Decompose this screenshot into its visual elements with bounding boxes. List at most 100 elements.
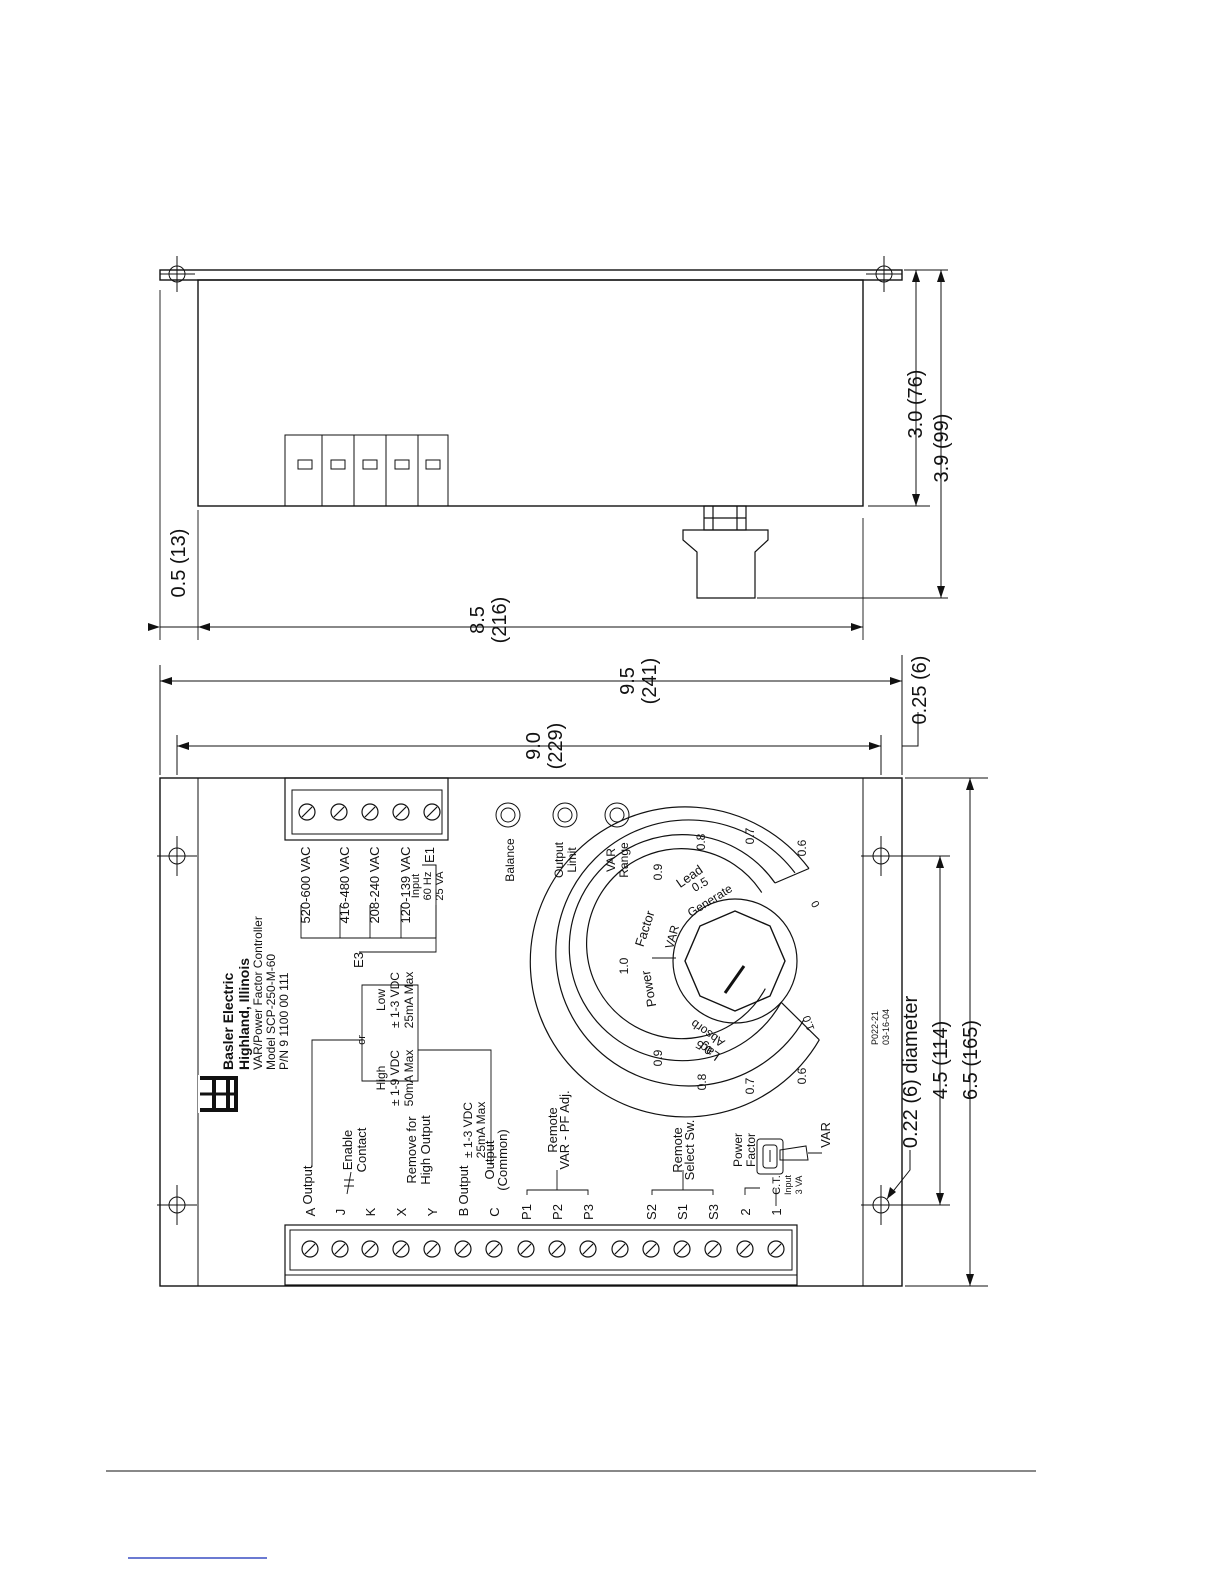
adjust-label: Limit	[565, 847, 579, 873]
remote-var-label: Remote	[545, 1107, 560, 1153]
low-output-label: ± 1-3 VDC	[388, 972, 402, 1028]
output-common-label: (Common)	[495, 1129, 510, 1190]
power-factor-switch-label: Factor	[744, 1133, 758, 1167]
terminal-screw[interactable]	[423, 1240, 441, 1258]
front-base-plate	[159, 777, 903, 1287]
terminal-screw[interactable]	[454, 1240, 472, 1258]
power-label: Power	[638, 969, 659, 1009]
input-spec-line: 25 VA	[434, 871, 446, 901]
power-factor-switch-label: Power	[731, 1133, 745, 1167]
terminal-letter: S1	[675, 1204, 690, 1220]
terminal-letter: C	[487, 1207, 502, 1216]
dimension-lines	[159, 270, 988, 1287]
input-tap-label: 520-600 VAC	[298, 846, 313, 923]
terminal-screw[interactable]	[517, 1240, 535, 1258]
basler-logo	[198, 1075, 238, 1113]
terminal-screw[interactable]	[485, 1240, 503, 1258]
brand-location: Highland, Illinois	[236, 958, 252, 1070]
input-spec-line: Input	[410, 874, 422, 898]
terminal-letter: S2	[644, 1204, 659, 1220]
front-hole-marks	[157, 836, 901, 1225]
input-terminal-block	[284, 777, 449, 841]
drawing-id: P022-21	[870, 1011, 880, 1045]
side-terminal-block	[284, 434, 449, 507]
dim-6-5: 6.5 (165)	[960, 1020, 982, 1100]
e1-label: E1	[422, 847, 437, 863]
input-screw[interactable]	[361, 803, 379, 821]
dim-0-25: 0.25 (6)	[909, 656, 931, 725]
terminal-screw[interactable]	[331, 1240, 349, 1258]
factor-label: Factor	[632, 908, 658, 948]
terminal-screw[interactable]	[611, 1240, 629, 1258]
terminal-letter: Y	[425, 1207, 440, 1216]
terminal-screw[interactable]	[642, 1240, 660, 1258]
ct-input-label: Input	[783, 1174, 793, 1195]
dim-4-5: 4.5 (114)	[930, 1021, 952, 1100]
input-tap-label: 416-480 VAC	[337, 846, 352, 923]
pf-scale-lead: 0.6	[795, 839, 809, 856]
terminal-screw[interactable]	[767, 1240, 785, 1258]
output-common-label: Output	[482, 1140, 497, 1179]
remote-var-label: VAR - PF Adj.	[557, 1090, 572, 1169]
side-flange	[159, 269, 903, 281]
input-tap-label: 120-139 VAC	[398, 846, 413, 923]
terminal-letter: J	[333, 1209, 348, 1216]
dim-3-0: 3.0 (76)	[905, 370, 927, 439]
front-view	[157, 777, 903, 1287]
pf-scale-lead: 0.9	[651, 863, 665, 880]
brand-name: Basler Electric	[220, 973, 236, 1070]
terminal-letter: P1	[519, 1204, 534, 1220]
terminal-screw[interactable]	[736, 1240, 754, 1258]
remove-high-label: High Output	[418, 1115, 433, 1185]
output-limit-pot[interactable]	[552, 802, 578, 828]
input-screw[interactable]	[423, 803, 441, 821]
terminal-screw[interactable]	[361, 1240, 379, 1258]
e3-label: E3	[351, 952, 366, 968]
terminal-screw[interactable]	[704, 1240, 722, 1258]
input-screw[interactable]	[392, 803, 410, 821]
terminal-letter: P2	[550, 1204, 565, 1220]
input-tap-label: 208-240 VAC	[367, 846, 382, 923]
terminal-letter: 1	[769, 1208, 784, 1215]
enable-contact-label: Enable	[340, 1130, 355, 1170]
var-range-pot[interactable]	[604, 802, 630, 828]
remote-select-label: Remote	[670, 1127, 685, 1173]
terminal-letter: S3	[706, 1204, 721, 1220]
var-label: VAR	[662, 923, 682, 950]
low-output-label: Low	[374, 989, 388, 1011]
adjust-label: Output	[552, 841, 566, 878]
input-screw[interactable]	[330, 803, 348, 821]
dim-9-5-value: 9.5	[617, 667, 639, 695]
terminal-letter: B	[456, 1208, 471, 1217]
input-spec-line: 60 Hz	[422, 872, 434, 901]
balance-pot[interactable]	[495, 802, 521, 828]
remote-select-label: Select Sw.	[682, 1120, 697, 1181]
main-screws	[301, 1240, 785, 1258]
inner-top-label: 0	[808, 899, 821, 910]
terminal-screw[interactable]	[301, 1240, 319, 1258]
remove-high-label: Remove for	[404, 1116, 419, 1184]
or-label: or	[356, 1035, 368, 1045]
input-screws	[298, 803, 441, 821]
dim-3-9: 3.9 (99)	[931, 414, 953, 483]
product-model: Model SCP-250-M-60	[264, 954, 278, 1070]
side-body	[197, 279, 864, 507]
pf-scale-center: 1.0	[617, 957, 631, 974]
terminal-screw[interactable]	[548, 1240, 566, 1258]
side-view	[159, 256, 948, 640]
high-output-label: ± 1-9 VDC	[388, 1050, 402, 1106]
ct-input-label: C.T.	[771, 1175, 783, 1195]
dim-8-5-mm: (216)	[489, 597, 511, 644]
var-switch-label: VAR	[818, 1122, 833, 1148]
terminal-screw[interactable]	[392, 1240, 410, 1258]
input-screw[interactable]	[298, 803, 316, 821]
input-tap-labels: 520-600 VAC 416-480 VAC 208-240 VAC 120-139…	[298, 846, 413, 923]
pf-var-toggle-switch[interactable]	[756, 1138, 822, 1175]
terminal-screw[interactable]	[579, 1240, 597, 1258]
terminal-screw[interactable]	[673, 1240, 691, 1258]
